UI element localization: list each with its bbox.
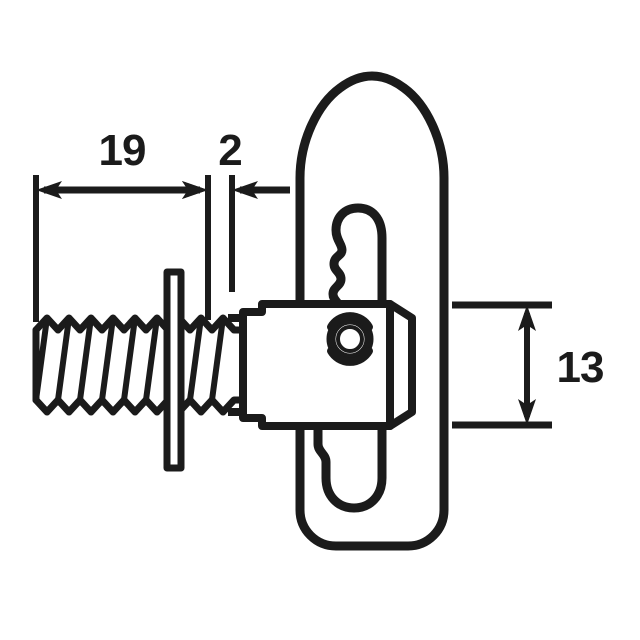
dimension-19-label: 19 <box>99 126 146 175</box>
dimension-19: 19 <box>33 126 211 322</box>
lock-nut-body <box>228 300 416 430</box>
threaded-barrel <box>32 314 246 416</box>
dimension-13: 13 <box>452 301 604 429</box>
dimension-2-label: 2 <box>218 126 241 175</box>
rivet-screw <box>326 312 374 366</box>
dimension-13-label: 13 <box>557 343 604 392</box>
cam-key-lower <box>313 419 387 513</box>
washer <box>163 268 185 472</box>
dimension-2: 2 <box>150 126 290 292</box>
cam-key-upper <box>328 203 387 315</box>
escutcheon-plate <box>295 71 449 551</box>
